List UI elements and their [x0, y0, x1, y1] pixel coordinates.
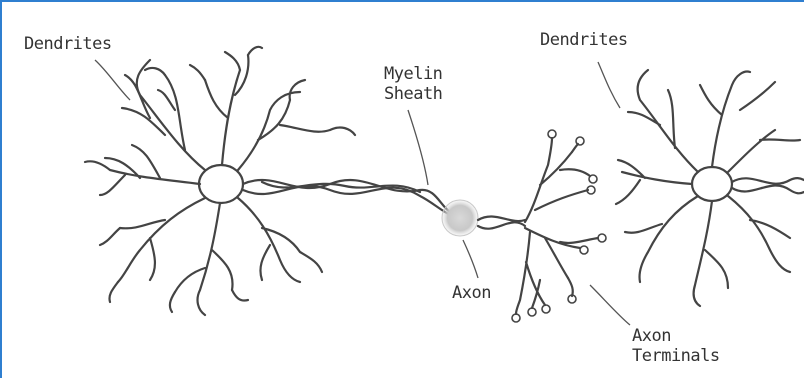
- leader-dendrites-right: [598, 62, 620, 108]
- leader-terminals: [590, 285, 630, 325]
- right-dendrites: [616, 70, 800, 306]
- label-myelin-sheath: Myelin Sheath: [384, 64, 442, 104]
- label-dendrites-right: Dendrites: [540, 30, 628, 50]
- axon-segment: [478, 216, 525, 228]
- myelinated-axon: [243, 180, 452, 216]
- left-neuron: [85, 47, 355, 315]
- leader-dendrites-left: [95, 60, 130, 100]
- axon-node: [442, 200, 478, 236]
- left-dendrites: [85, 47, 355, 315]
- axon-terminals: [516, 138, 598, 314]
- label-axon: Axon: [452, 283, 491, 303]
- right-neuron: [616, 70, 804, 306]
- label-axon-terminals: Axon Terminals: [632, 326, 720, 366]
- leader-axon: [463, 240, 478, 278]
- leader-myelin: [408, 110, 428, 185]
- label-dendrites-left: Dendrites: [24, 34, 112, 54]
